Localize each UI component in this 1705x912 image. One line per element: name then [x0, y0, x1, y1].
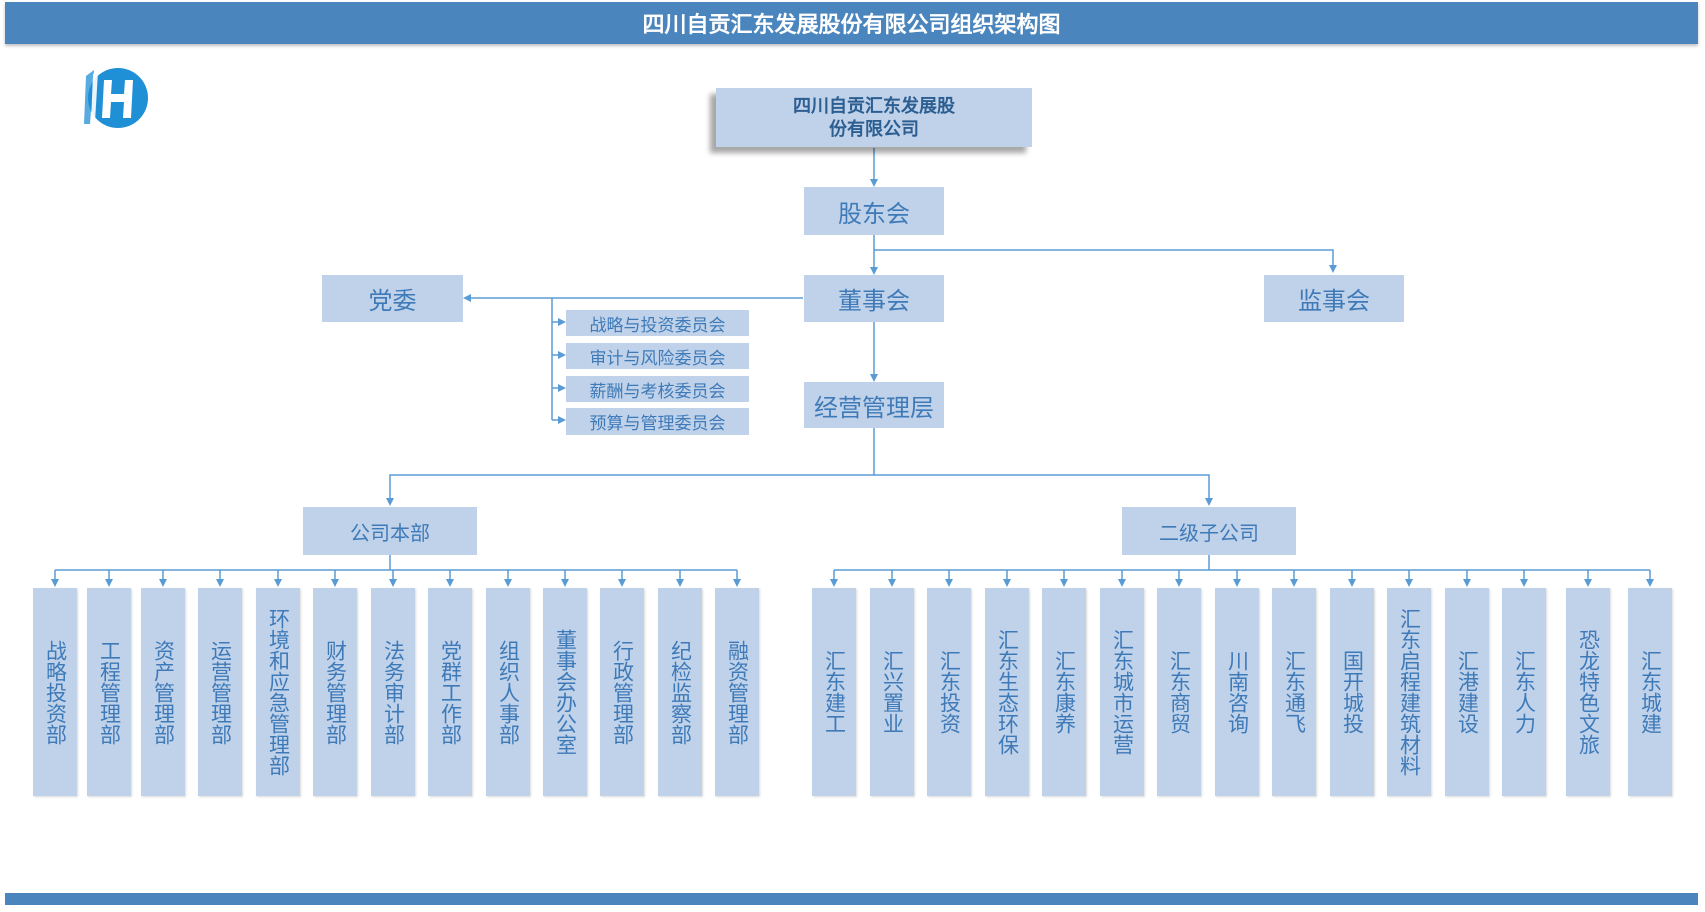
- subsidiary-label: 汇东城建: [1638, 650, 1663, 734]
- subsidiary-box: 汇东投资: [927, 588, 971, 796]
- hd-logo-icon: [84, 68, 148, 128]
- subsidiary-label: 汇东生态环保: [995, 629, 1020, 755]
- subsidiary-box: 汇东生态环保: [985, 588, 1029, 796]
- management-box: 经营管理层: [804, 382, 944, 428]
- shareholders-box: 股东会: [804, 187, 944, 235]
- hq-department-label: 财务管理部: [323, 639, 348, 745]
- subsidiary-label: 国开城投: [1340, 650, 1365, 734]
- hq-department-label: 法务审计部: [381, 639, 406, 745]
- subsidiary-box: 川南咨询: [1215, 588, 1259, 796]
- subsidiary-label: 汇东启程建筑材料: [1397, 608, 1422, 776]
- hq-department-label: 党群工作部: [438, 639, 463, 745]
- hq-department-box: 战略投资部: [33, 588, 77, 796]
- hq-department-box: 融资管理部: [715, 588, 759, 796]
- subsidiary-box: 汇港建设: [1445, 588, 1489, 796]
- hq-department-box: 行政管理部: [600, 588, 644, 796]
- hq-department-label: 组织人事部: [496, 639, 521, 745]
- hq-department-label: 行政管理部: [610, 639, 635, 745]
- page-title: 四川自贡汇东发展股份有限公司组织架构图: [5, 2, 1698, 44]
- company-root-box: 四川自贡汇东发展股份有限公司: [716, 88, 1032, 147]
- committee-strategy-investment: 战略与投资委员会: [566, 310, 749, 336]
- subsidiary-label: 汇东城市运营: [1110, 629, 1135, 755]
- subsidiary-box: 汇兴置业: [870, 588, 914, 796]
- hq-department-label: 资产管理部: [151, 639, 176, 745]
- subsidiary-label: 川南咨询: [1225, 650, 1250, 734]
- board-box: 董事会: [804, 275, 944, 322]
- committee-compensation-appraisal: 薪酬与考核委员会: [566, 376, 749, 402]
- subsidiary-label: 汇东建工: [822, 650, 847, 734]
- subsidiary-label: 汇东通飞: [1282, 650, 1307, 734]
- hq-department-label: 融资管理部: [725, 639, 750, 745]
- subsidiary-box: 国开城投: [1330, 588, 1374, 796]
- hq-department-box: 党群工作部: [428, 588, 472, 796]
- hq-department-box: 董事会办公室: [543, 588, 587, 796]
- hq-department-label: 战略投资部: [43, 639, 68, 745]
- subsidiary-label: 汇兴置业: [880, 650, 905, 734]
- subsidiaries-box: 二级子公司: [1122, 507, 1296, 555]
- party-committee-box: 党委: [322, 275, 463, 322]
- subsidiary-box: 汇东人力: [1502, 588, 1546, 796]
- company-root-name: 四川自贡汇东发展股份有限公司: [793, 95, 955, 140]
- subsidiary-box: 汇东城市运营: [1100, 588, 1144, 796]
- committee-budget-management: 预算与管理委员会: [566, 408, 749, 435]
- subsidiary-box: 汇东城建: [1628, 588, 1672, 796]
- subsidiary-label: 汇东商贸: [1167, 650, 1192, 734]
- hq-department-box: 纪检监察部: [658, 588, 702, 796]
- subsidiary-box: 汇东康养: [1042, 588, 1086, 796]
- subsidiary-label: 恐龙特色文旅: [1576, 629, 1601, 755]
- subsidiary-label: 汇东康养: [1052, 650, 1077, 734]
- subsidiary-box: 汇东启程建筑材料: [1387, 588, 1431, 796]
- hq-department-box: 运营管理部: [198, 588, 242, 796]
- hq-department-label: 工程管理部: [97, 639, 122, 745]
- hq-department-box: 组织人事部: [486, 588, 530, 796]
- hq-department-box: 资产管理部: [141, 588, 185, 796]
- hq-department-box: 法务审计部: [371, 588, 415, 796]
- subsidiary-box: 汇东通飞: [1272, 588, 1316, 796]
- subsidiary-label: 汇东人力: [1512, 650, 1537, 734]
- subsidiary-label: 汇港建设: [1455, 650, 1480, 734]
- hq-department-box: 财务管理部: [313, 588, 357, 796]
- hq-department-label: 运营管理部: [208, 639, 233, 745]
- hq-department-label: 环境和应急管理部: [266, 608, 291, 776]
- subsidiary-box: 汇东商贸: [1157, 588, 1201, 796]
- hq-department-box: 工程管理部: [87, 588, 131, 796]
- hq-department-label: 董事会办公室: [553, 629, 578, 755]
- subsidiary-box: 汇东建工: [812, 588, 856, 796]
- hq-department-box: 环境和应急管理部: [256, 588, 300, 796]
- hq-department-label: 纪检监察部: [668, 639, 693, 745]
- footer-bar: [5, 893, 1698, 905]
- subsidiary-label: 汇东投资: [937, 650, 962, 734]
- subsidiary-box: 恐龙特色文旅: [1566, 588, 1610, 796]
- supervisors-box: 监事会: [1264, 275, 1404, 322]
- committee-audit-risk: 审计与风险委员会: [566, 343, 749, 369]
- hq-box: 公司本部: [303, 507, 477, 555]
